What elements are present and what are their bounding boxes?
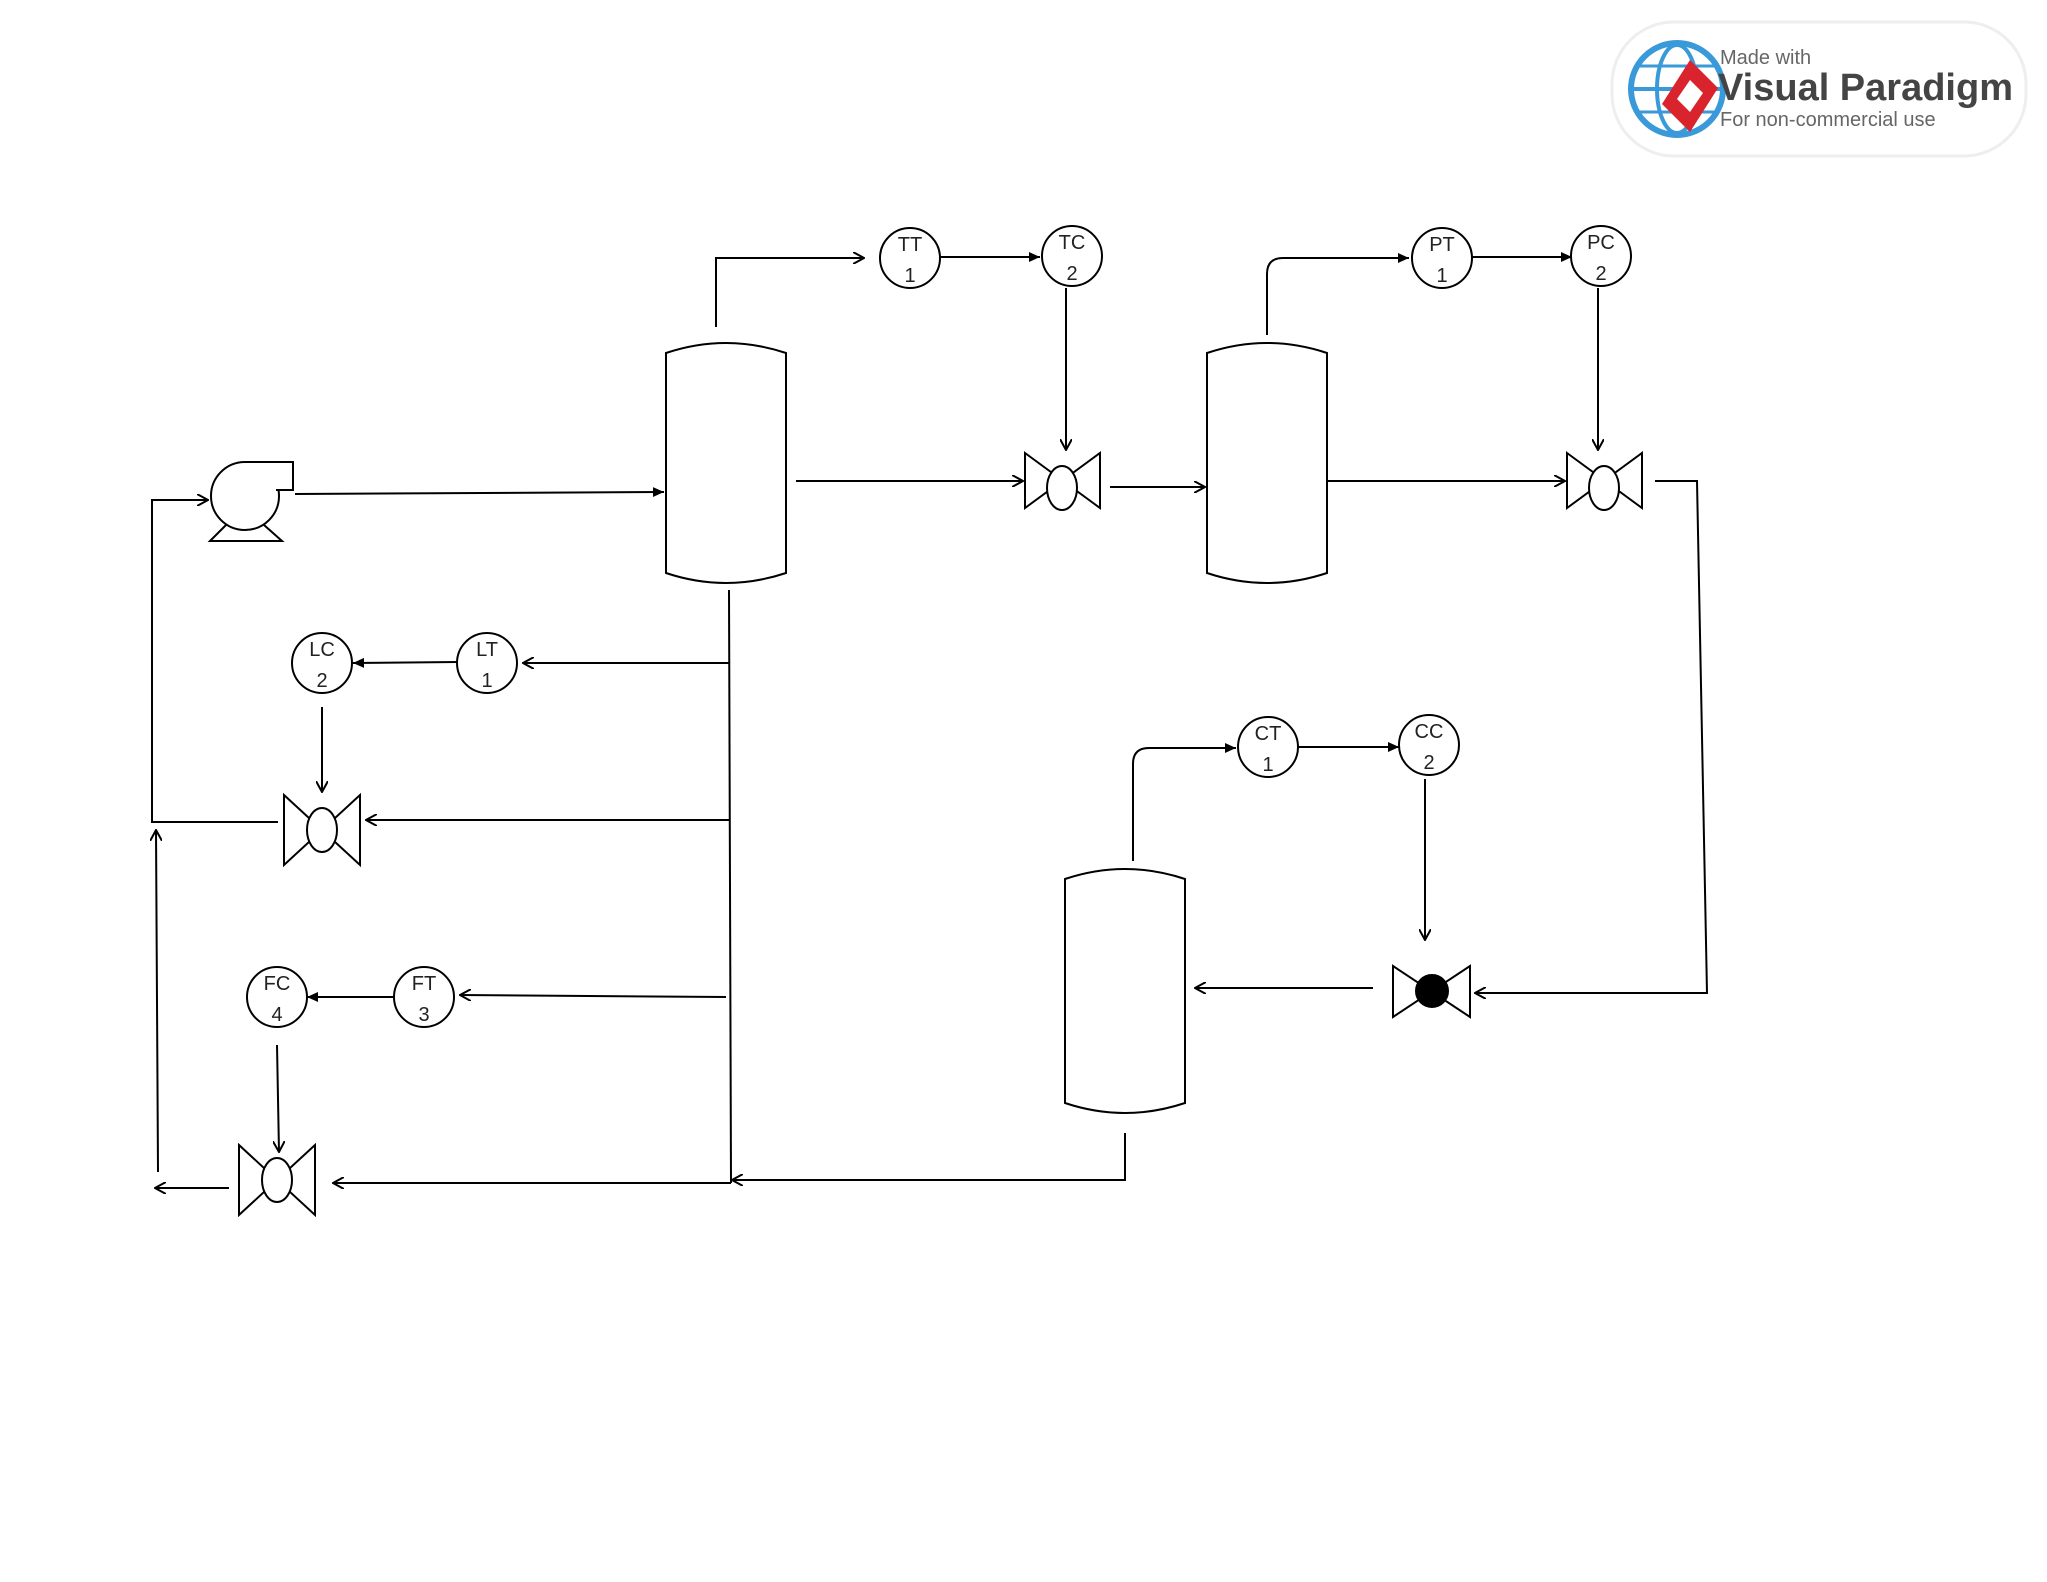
valve-cc[interactable] xyxy=(1392,964,1471,1019)
instrument-tag: PC xyxy=(1587,232,1615,254)
instrument-tag: TC xyxy=(1059,232,1086,254)
instrument-number: 1 xyxy=(481,670,492,692)
vessel-1[interactable] xyxy=(665,342,787,584)
instrument-bubble xyxy=(1398,714,1460,776)
instrument-cc2[interactable]: CC 2 xyxy=(1398,714,1460,776)
valve-tc[interactable] xyxy=(1024,451,1101,511)
instrument-number: 4 xyxy=(271,1004,282,1026)
instrument-number: 2 xyxy=(1423,752,1434,774)
instrument-bubble xyxy=(393,966,455,1028)
instrument-bubble xyxy=(1570,225,1632,287)
centrifugal-pump[interactable] xyxy=(207,461,294,542)
instrument-tag: CC xyxy=(1415,721,1444,743)
instrument-tag: PT xyxy=(1429,234,1455,256)
instrument-number: 2 xyxy=(1066,263,1077,285)
vessel-3[interactable] xyxy=(1064,868,1186,1114)
instrument-tag: FT xyxy=(412,973,436,995)
valve-lc[interactable] xyxy=(283,792,361,868)
watermark-made-with: Made with xyxy=(1720,47,1811,69)
instrument-number: 1 xyxy=(1262,754,1273,776)
instrument-bubble xyxy=(246,966,308,1028)
valve-fc[interactable] xyxy=(238,1142,316,1218)
instrument-tag: TT xyxy=(898,234,922,256)
valve-pc[interactable] xyxy=(1566,451,1643,511)
instrument-fc4[interactable]: FC 4 xyxy=(246,966,308,1028)
instrument-ct1[interactable]: CT 1 xyxy=(1237,716,1299,778)
instrument-pt1[interactable]: PT 1 xyxy=(1411,227,1473,289)
instrument-number: 1 xyxy=(1436,265,1447,287)
instrument-tag: FC xyxy=(264,973,291,995)
visual-paradigm-logo-icon xyxy=(1628,40,1726,138)
instrument-bubble xyxy=(1237,716,1299,778)
process-lines xyxy=(152,481,1709,1188)
instrument-tag: LT xyxy=(476,639,498,661)
instrument-bubble xyxy=(1041,225,1103,287)
vessel-2[interactable] xyxy=(1206,342,1328,584)
instrument-bubble xyxy=(291,632,353,694)
watermark: Made with Visual Paradigm For non-commer… xyxy=(1610,20,2028,158)
instrument-bubble xyxy=(879,227,941,289)
watermark-usage-note: For non-commercial use xyxy=(1720,109,1936,131)
instrument-pc2[interactable]: PC 2 xyxy=(1570,225,1632,287)
instrument-tag: CT xyxy=(1255,723,1282,745)
instrument-lt1[interactable]: LT 1 xyxy=(456,632,518,694)
instrument-ft3[interactable]: FT 3 xyxy=(393,966,455,1028)
instrument-number: 1 xyxy=(904,265,915,287)
instrument-bubble xyxy=(1411,227,1473,289)
instrument-tc2[interactable]: TC 2 xyxy=(1041,225,1103,287)
instrument-tag: LC xyxy=(309,639,335,661)
signal-lines xyxy=(277,252,1598,1152)
instrument-number: 2 xyxy=(1595,263,1606,285)
watermark-product-name: Visual Paradigm xyxy=(1718,67,2013,109)
instrument-tt1[interactable]: TT 1 xyxy=(879,227,941,289)
instrument-lc2[interactable]: LC 2 xyxy=(291,632,353,694)
instrument-number: 2 xyxy=(316,670,327,692)
instrument-number: 3 xyxy=(418,1004,429,1026)
watermark-badge xyxy=(1610,20,2028,158)
instrument-bubble xyxy=(456,632,518,694)
